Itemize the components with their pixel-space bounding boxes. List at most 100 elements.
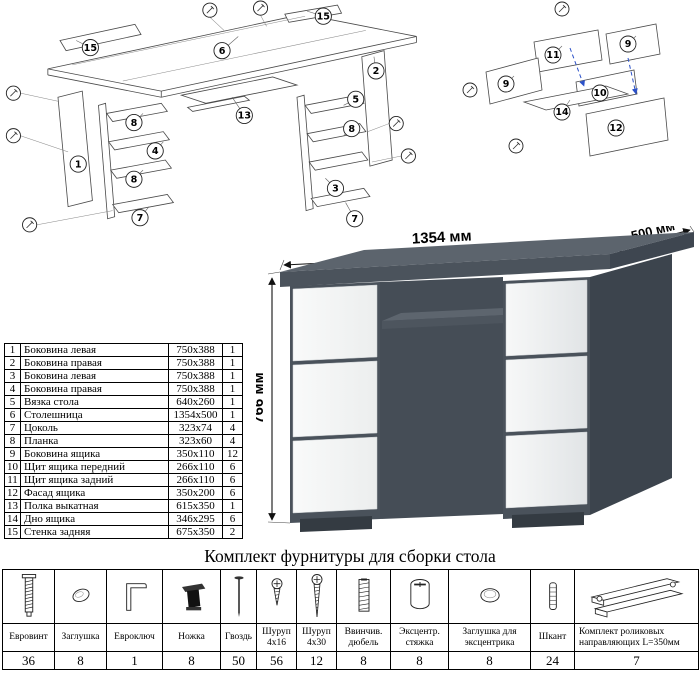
part-num: 8	[4, 434, 21, 448]
part-qty: 4	[222, 434, 243, 448]
part-number-callout: 14	[553, 103, 571, 121]
part-num: 15	[4, 525, 21, 539]
hardware-item-qty: 50	[220, 651, 257, 670]
part-num: 10	[4, 460, 21, 474]
desk-body	[280, 232, 694, 532]
part-num: 11	[4, 473, 21, 487]
nail-icon	[220, 569, 257, 624]
part-num: 13	[4, 499, 21, 513]
part-name: Дно ящика	[20, 512, 169, 526]
part-name: Боковина ящика	[20, 447, 169, 461]
part-name: Цоколь	[20, 421, 169, 435]
part-num: 9	[4, 447, 21, 461]
part-num: 12	[4, 486, 21, 500]
part-num: 14	[4, 512, 21, 526]
part-qty: 6	[222, 460, 243, 474]
svg-text:14: 14	[555, 107, 569, 118]
part-size: 346x295	[168, 512, 223, 526]
part-name: Вязка стола	[20, 395, 169, 409]
part-number-callout: 6	[213, 42, 231, 60]
svg-text:15: 15	[317, 11, 331, 22]
assembly-direction-arrows	[569, 47, 638, 95]
svg-text:1: 1	[75, 159, 82, 170]
dowel-insert-icon	[336, 569, 391, 624]
part-number-callout: 10	[591, 84, 609, 102]
part-qty: 6	[222, 486, 243, 500]
hardware-item-qty: 1	[106, 651, 163, 670]
svg-text:8: 8	[131, 118, 138, 129]
part-name: Щит ящика задний	[20, 473, 169, 487]
hardware-item-label: Шкант	[530, 623, 575, 652]
part-qty: 1	[222, 408, 243, 422]
part-num: 1	[4, 343, 21, 357]
hardware-item-qty: 36	[2, 651, 55, 670]
svg-text:15: 15	[84, 43, 98, 54]
hardware-kit-title: Комплект фурнитуры для сборки стола	[204, 546, 496, 566]
part-size: 350x110	[168, 447, 223, 461]
part-number-callout: 3	[326, 179, 345, 197]
svg-text:7: 7	[137, 213, 144, 224]
hardware-item-label: Комплект роликовых направляющих L=350мм	[574, 623, 699, 652]
part-qty: 1	[222, 499, 243, 513]
part-size: 750x388	[168, 382, 223, 396]
width-dimension-label: 1354 мм	[411, 227, 472, 247]
hardware-item-label: Евровинт	[2, 623, 55, 652]
part-qty: 6	[222, 512, 243, 526]
part-num: 2	[4, 356, 21, 370]
part-size: 640x260	[168, 395, 223, 409]
part-size: 750x388	[168, 356, 223, 370]
desk-render: 1354 мм 500 мм 766 мм	[256, 226, 700, 546]
part-number-callout: 9	[497, 75, 515, 93]
part-number-callout: 13	[235, 106, 253, 125]
hardware-item-qty: 8	[448, 651, 531, 670]
part-size: 750x388	[168, 369, 223, 383]
part-name: Полка выкатная	[20, 499, 169, 513]
svg-text:9: 9	[625, 39, 632, 50]
hardware-item-label: Заглушка	[54, 623, 107, 652]
svg-text:2: 2	[373, 66, 380, 77]
part-number-callout: 7	[131, 209, 149, 227]
hardware-item-qty: 8	[336, 651, 391, 670]
part-number-callout: 8	[343, 120, 361, 138]
part-num: 3	[4, 369, 21, 383]
hardware-item-label: Эксцентр. стяжка	[390, 623, 449, 652]
part-number-callout: 7	[346, 210, 364, 228]
part-number-callout: 11	[544, 46, 562, 64]
screw-short-icon	[256, 569, 297, 624]
part-size: 323x60	[168, 434, 223, 448]
part-number-callout: 15	[314, 7, 332, 25]
part-name: Боковина правая	[20, 356, 169, 370]
part-size: 1354x500	[168, 408, 223, 422]
height-dimension-label: 766 мм	[256, 372, 267, 423]
part-num: 4	[4, 382, 21, 396]
part-name: Боковина левая	[20, 343, 169, 357]
part-qty: 12	[222, 447, 243, 461]
part-number-callout: 2	[367, 62, 385, 80]
part-number-callout: 4	[146, 142, 164, 160]
part-name: Щит ящика передний	[20, 460, 169, 474]
svg-text:4: 4	[152, 146, 159, 157]
hardware-item-label: Евроключ	[106, 623, 163, 652]
slides-icon	[574, 569, 699, 624]
part-size: 675x350	[168, 525, 223, 539]
hardware-item-label: Шуруп 4x30	[296, 623, 337, 652]
screw-long-icon	[296, 569, 337, 624]
